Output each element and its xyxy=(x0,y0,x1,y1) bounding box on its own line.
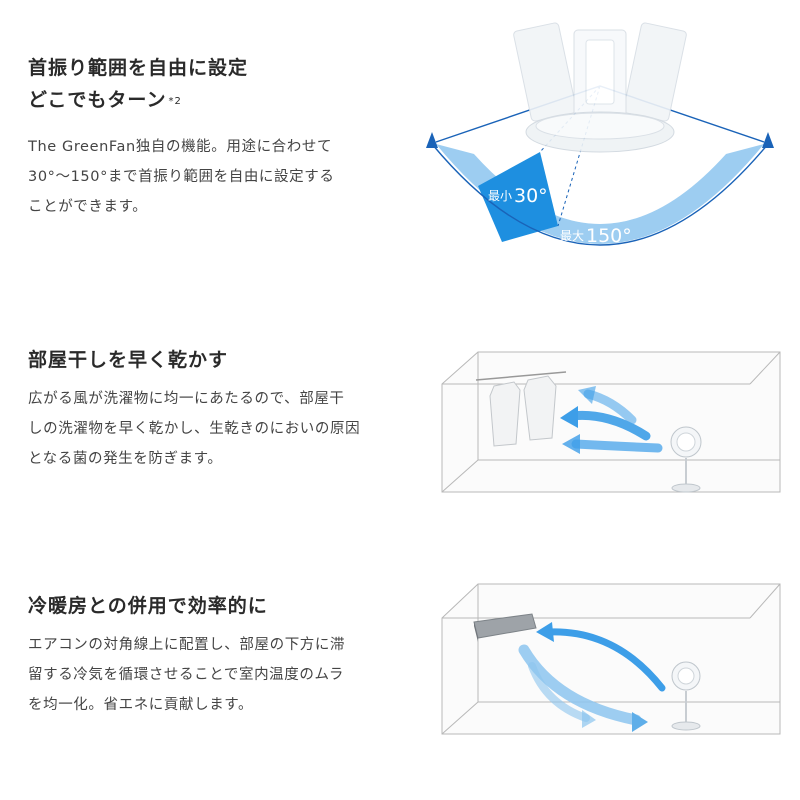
max-range-outer-arc xyxy=(431,143,769,246)
swing-range-heading-line2: どこでもターン*2 xyxy=(28,84,413,116)
description-line: ことができます。 xyxy=(28,199,148,215)
min-range-value: 30° xyxy=(514,185,548,207)
fan-icon xyxy=(670,426,702,493)
swing-range-text: 首振り範囲を自由に設定 どこでもターン*2 The GreenFan独自の機能。… xyxy=(28,52,413,222)
arrow-left xyxy=(426,132,438,148)
description-line: 広がる風が洗濯物に均一にあたるので、部屋干 xyxy=(28,391,345,407)
swing-range-heading-line1: 首振り範囲を自由に設定 xyxy=(28,57,249,79)
ac-combination-illustration xyxy=(441,583,781,735)
indoor-drying-text: 部屋干しを早く乾かす 広がる風が洗濯物に均一にあたるので、部屋干 しの洗濯物を早… xyxy=(28,344,413,474)
swing-range-illustration: 最小 30° 最大 150° xyxy=(426,22,774,247)
swing-range-description: The GreenFan独自の機能。用途に合わせて 30°〜150°まで首振り範… xyxy=(28,132,413,222)
description-line: エアコンの対角線上に配置し、部屋の下方に滞 xyxy=(28,637,346,653)
air-conditioner-icon xyxy=(473,613,537,642)
indoor-drying-heading: 部屋干しを早く乾かす xyxy=(28,349,229,371)
description-line: The GreenFan独自の機能。用途に合わせて xyxy=(28,139,333,155)
description-line: となる菌の発生を防ぎます。 xyxy=(28,451,223,467)
ac-combination-text: 冷暖房との併用で効率的に エアコンの対角線上に配置し、部屋の下方に滞 留する冷気… xyxy=(28,590,413,720)
indoor-drying-description: 広がる風が洗濯物に均一にあたるので、部屋干 しの洗濯物を早く乾かし、生乾きのにお… xyxy=(28,384,413,474)
clothes-rail xyxy=(475,371,567,381)
max-range-value: 150° xyxy=(586,225,632,247)
footnote-mark: *2 xyxy=(168,96,182,107)
arrow-right xyxy=(762,132,774,148)
airflow-arrowheads xyxy=(560,386,596,454)
fan-icon xyxy=(513,22,687,153)
min-range-label: 最小 xyxy=(488,189,512,203)
min-range-sector xyxy=(478,152,558,242)
indoor-drying-illustration xyxy=(441,351,781,493)
fan-icon xyxy=(671,661,701,731)
airflow-arrows xyxy=(518,628,666,726)
max-range-label: 最大 xyxy=(560,229,584,243)
description-line: 30°〜150°まで首振り範囲を自由に設定する xyxy=(28,169,335,185)
ac-combination-description: エアコンの対角線上に配置し、部屋の下方に滞 留する冷気を循環させることで室内温度… xyxy=(28,630,413,720)
ac-combination-heading: 冷暖房との併用で効率的に xyxy=(28,595,268,617)
swing-range-heading-text: どこでもターン xyxy=(28,89,167,111)
indoor-drying-section: 部屋干しを早く乾かす 広がる風が洗濯物に均一にあたるので、部屋干 しの洗濯物を早… xyxy=(0,330,800,530)
swing-range-section: 首振り範囲を自由に設定 どこでもターン*2 The GreenFan独自の機能。… xyxy=(0,0,800,280)
description-line: を均一化。省エネに貢献します。 xyxy=(28,697,254,713)
description-line: しの洗濯物を早く乾かし、生乾きのにおいの原因 xyxy=(28,421,361,437)
ac-combination-section: 冷暖房との併用で効率的に エアコンの対角線上に配置し、部屋の下方に滞 留する冷気… xyxy=(0,570,800,800)
airflow-arrowheads xyxy=(536,622,648,732)
description-line: 留する冷気を循環させることで室内温度のムラ xyxy=(28,667,344,683)
shirt-icon xyxy=(489,375,557,447)
